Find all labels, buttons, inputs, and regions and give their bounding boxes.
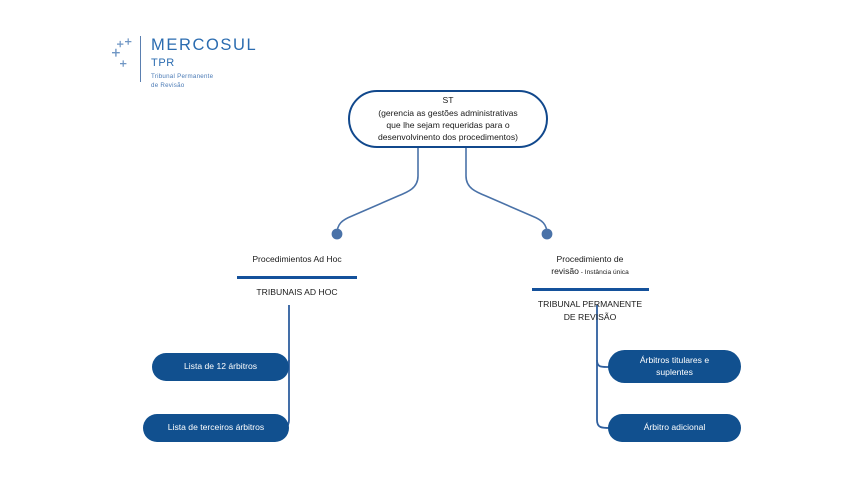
branch-caption-suffix: - Instância única <box>578 269 629 277</box>
logo-acronym: TPR <box>151 56 175 69</box>
sparkle-stars-icon <box>108 36 138 82</box>
branch-divider <box>531 288 649 291</box>
root-node-title: ST <box>442 95 454 106</box>
branch-revisao: Procedimiento de revisão - Instância úni… <box>510 253 670 324</box>
branch-caption-text: Procedimiento de revisão <box>551 254 624 277</box>
connector-root-to-right <box>465 148 548 235</box>
branch-ad-hoc: Procedimientos Ad Hoc TRIBUNAIS AD HOC <box>217 253 377 298</box>
root-node-st[interactable]: ST (gerencia as gestões administrativas … <box>348 90 548 148</box>
branch-heading: TRIBUNAL PERMANENTE DE REVISÃO <box>537 299 643 322</box>
connector-root-to-left <box>336 148 419 235</box>
logo-tagline: Tribunal Permanente de Revisão <box>151 73 214 90</box>
pill-arbitro-adicional[interactable]: Árbitro adicional <box>608 414 741 442</box>
connector-dot-right <box>541 228 553 240</box>
branch-caption: Procedimiento de revisão - Instância úni… <box>510 253 670 278</box>
root-node-description: (gerencia as gestões administrativas que… <box>378 107 518 143</box>
mercosul-logo: MERCOSUL TPR Tribunal Permanente de Revi… <box>108 36 258 90</box>
branch-caption: Procedimientos Ad Hoc <box>217 253 377 266</box>
pill-arbitros-titulares-suplentes[interactable]: Árbitros titulares e suplentes <box>608 350 741 383</box>
pill-lista-12-arbitros[interactable]: Lista de 12 árbitros <box>152 353 289 381</box>
connector-dot-left <box>331 228 343 240</box>
branch-divider <box>237 275 357 279</box>
logo-title: MERCOSUL <box>151 36 258 54</box>
pill-lista-terceiros-arbitros[interactable]: Lista de terceiros árbitros <box>143 414 289 442</box>
branch-caption-text: Procedimientos Ad Hoc <box>252 254 342 264</box>
logo-divider <box>140 36 141 82</box>
branch-heading: TRIBUNAIS AD HOC <box>256 286 338 297</box>
